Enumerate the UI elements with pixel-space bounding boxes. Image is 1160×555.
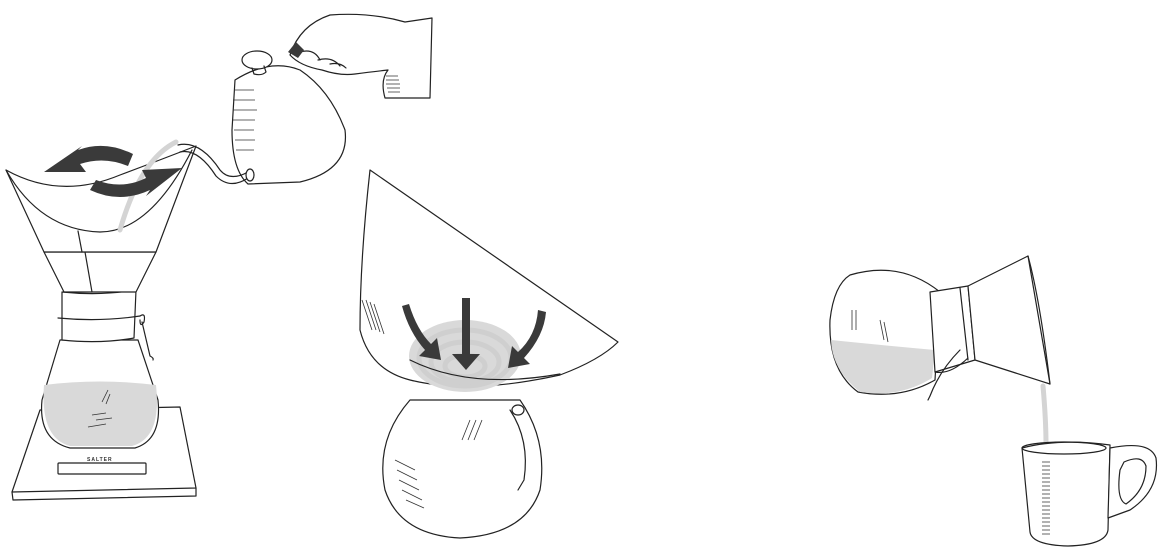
step-3-serve (829, 255, 1158, 547)
carafe-center (382, 399, 543, 539)
hand (288, 13, 433, 99)
coffee-stream (1040, 383, 1049, 448)
gooseneck-kettle (177, 50, 347, 185)
coffee-mug (1021, 441, 1158, 547)
folded-filter (359, 169, 619, 392)
scale-brand-label: SALTER (87, 457, 113, 463)
downward-arrows-icon (402, 298, 546, 370)
circular-arrows-icon (44, 145, 182, 197)
tilted-carafe (829, 255, 1051, 401)
step-2-drain (359, 169, 619, 539)
step-1-pour: SALTER (5, 13, 433, 501)
